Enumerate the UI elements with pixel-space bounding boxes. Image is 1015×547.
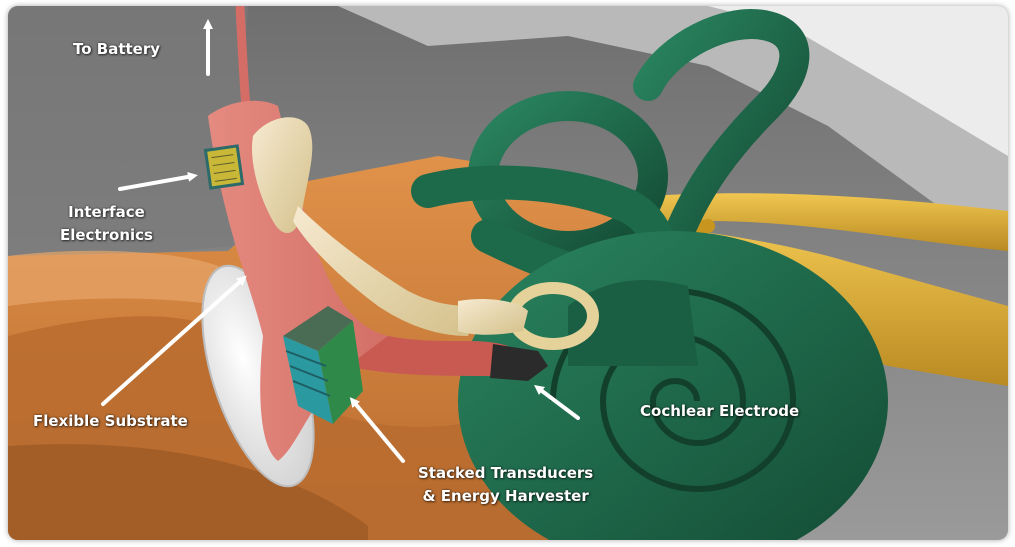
label-to-battery: To Battery: [73, 38, 160, 61]
label-interface-line2: Electronics: [60, 224, 153, 247]
label-interface-electronics: Interface Electronics: [60, 201, 153, 247]
label-cochlear-electrode: Cochlear Electrode: [640, 400, 799, 423]
label-stacked-transducers: Stacked Transducers & Energy Harvester: [418, 462, 593, 508]
battery-lead: [240, 6, 246, 106]
label-to-battery-text: To Battery: [73, 38, 160, 61]
label-interface-line1: Interface: [60, 201, 153, 224]
label-flexible-substrate: Flexible Substrate: [33, 410, 188, 433]
implant-illustration: To Battery Interface Electronics Flexibl…: [8, 6, 1008, 540]
label-cochlear-electrode-text: Cochlear Electrode: [640, 400, 799, 423]
label-stacked-line1: Stacked Transducers: [418, 462, 593, 485]
tissue-highlight: [8, 251, 223, 306]
label-flexible-substrate-text: Flexible Substrate: [33, 410, 188, 433]
label-stacked-line2: & Energy Harvester: [418, 485, 593, 508]
anatomy-scene: [8, 6, 1008, 540]
interface-chip: [206, 146, 243, 188]
